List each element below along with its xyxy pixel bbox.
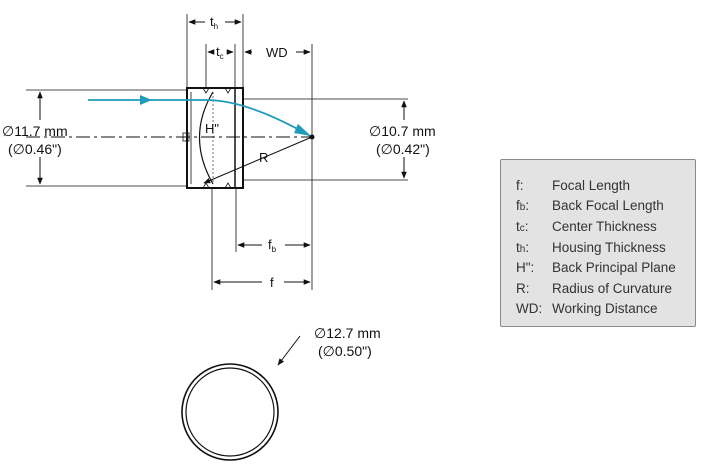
legend-symbol: f: bbox=[516, 177, 524, 193]
legend-description: Housing Thickness bbox=[552, 239, 666, 255]
legend-description: Focal Length bbox=[552, 177, 631, 193]
ray-arrow-1 bbox=[140, 95, 152, 105]
fb-label: fb bbox=[268, 237, 277, 254]
legend-symbol-sub: c bbox=[519, 222, 525, 234]
housing-front-outer bbox=[181, 363, 279, 461]
principal-plane-label: H" bbox=[205, 121, 219, 136]
legend-box: f: Focal Length fb: Back Focal Length tc… bbox=[500, 159, 696, 327]
legend-symbol-sub: b bbox=[519, 202, 526, 214]
housing-diameter-in: (∅0.50") bbox=[318, 343, 372, 359]
housing-diameter-mm: ∅12.7 mm bbox=[314, 325, 381, 341]
housing-diameter-leader bbox=[277, 335, 301, 366]
legend-symbol: t bbox=[516, 239, 520, 255]
right-diameter-in: (∅0.42") bbox=[376, 141, 430, 157]
legend-description: Back Principal Plane bbox=[552, 260, 676, 276]
housing-mark-top-2 bbox=[224, 87, 232, 94]
legend-symbol: R: bbox=[516, 280, 530, 296]
f-label: f bbox=[270, 275, 274, 290]
legend-item-center-thickness: tc: Center Thickness bbox=[516, 216, 695, 237]
radius-line bbox=[203, 136, 313, 184]
wd-label: WD bbox=[266, 45, 288, 60]
housing-front-inner bbox=[185, 367, 275, 457]
legend-description: Center Thickness bbox=[552, 218, 657, 234]
legend-symbol-colon: : bbox=[525, 239, 530, 255]
legend-symbol: t bbox=[516, 218, 520, 234]
right-diameter-mm: ∅10.7 mm bbox=[369, 123, 436, 139]
lens-curved-surface bbox=[199, 91, 214, 185]
legend-item-housing-thickness: th: Housing Thickness bbox=[516, 237, 695, 258]
legend-item-back-focal-length: fb: Back Focal Length bbox=[516, 196, 695, 217]
legend-symbol: H": bbox=[516, 260, 535, 276]
legend-symbol: f bbox=[516, 198, 520, 214]
legend-item-focal-length: f: Focal Length bbox=[516, 175, 695, 196]
legend-item-radius-of-curvature: R: Radius of Curvature bbox=[516, 278, 695, 299]
legend-description: Radius of Curvature bbox=[552, 280, 673, 296]
ray-arrow-2 bbox=[294, 124, 311, 136]
radius-label: R bbox=[259, 150, 268, 165]
legend-symbol-colon: : bbox=[524, 218, 529, 234]
legend-description: Back Focal Length bbox=[552, 198, 664, 214]
legend-item-working-distance: WD: Working Distance bbox=[516, 299, 695, 320]
legend-symbol-sub: h bbox=[519, 243, 526, 255]
legend-item-back-principal-plane: H": Back Principal Plane bbox=[516, 257, 695, 278]
legend-description: Working Distance bbox=[552, 301, 658, 317]
housing-mark-top bbox=[202, 87, 210, 94]
th-label: th bbox=[210, 14, 218, 31]
left-diameter-mm: ∅11.7 mm bbox=[2, 123, 68, 139]
legend-symbol-colon: : bbox=[525, 198, 530, 214]
left-diameter-in: (∅0.46") bbox=[8, 141, 62, 157]
legend-symbol: WD: bbox=[516, 301, 543, 317]
housing-axis-mark bbox=[182, 132, 190, 142]
tc-label: tc bbox=[216, 44, 224, 61]
housing-mark-bottom-2 bbox=[224, 182, 232, 189]
lens-housing bbox=[186, 87, 244, 189]
